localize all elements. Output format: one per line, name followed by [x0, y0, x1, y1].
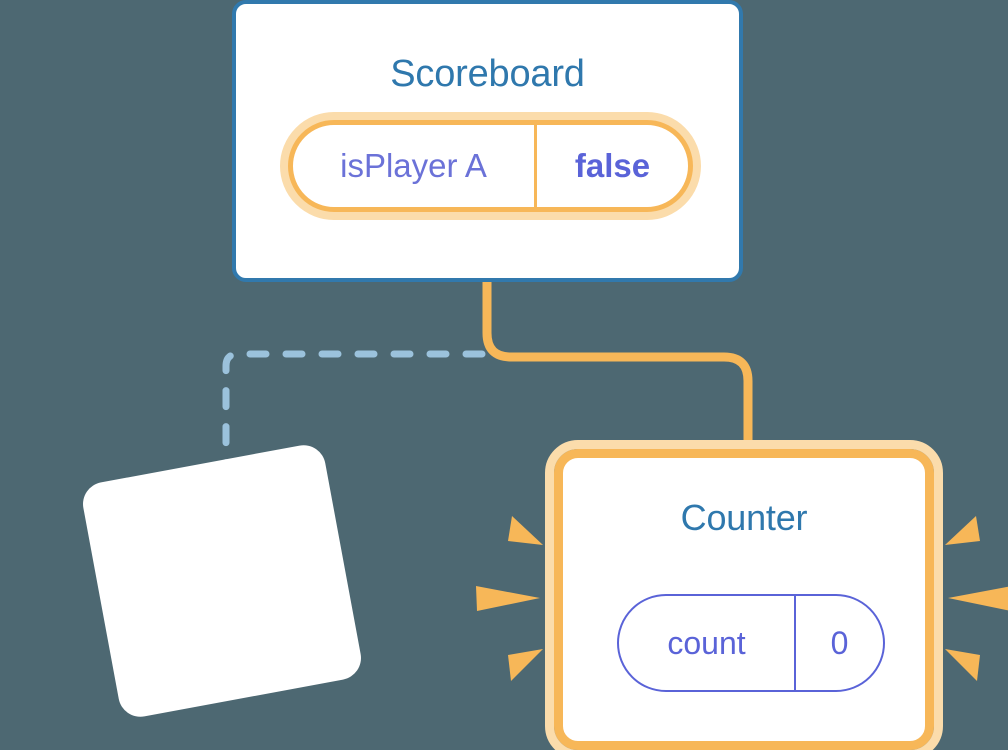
- scoreboard-card[interactable]: Scoreboard isPlayer A false: [232, 0, 743, 282]
- ghost-card[interactable]: [79, 441, 365, 721]
- scoreboard-state-pill[interactable]: isPlayer A false: [280, 112, 701, 220]
- counter-state-key-label: count: [667, 624, 746, 661]
- scoreboard-title: Scoreboard: [390, 53, 585, 95]
- counter-burst-rays-right: [945, 516, 1008, 681]
- counter-state-pill-divider: [794, 596, 796, 690]
- counter-card[interactable]: Counter count 0: [545, 440, 943, 750]
- state-pill-body[interactable]: isPlayer A false: [288, 120, 693, 212]
- counter-state-value-label: 0: [830, 624, 849, 661]
- counter-title: Counter: [680, 497, 808, 538]
- counter-state-pill[interactable]: count 0: [617, 594, 885, 692]
- state-key-label: isPlayer A: [340, 147, 487, 184]
- solid-connector-to-counter: [482, 282, 753, 462]
- state-value-label: false: [574, 147, 651, 184]
- counter-burst-rays-left: [476, 516, 543, 681]
- state-pill-divider: [534, 125, 537, 207]
